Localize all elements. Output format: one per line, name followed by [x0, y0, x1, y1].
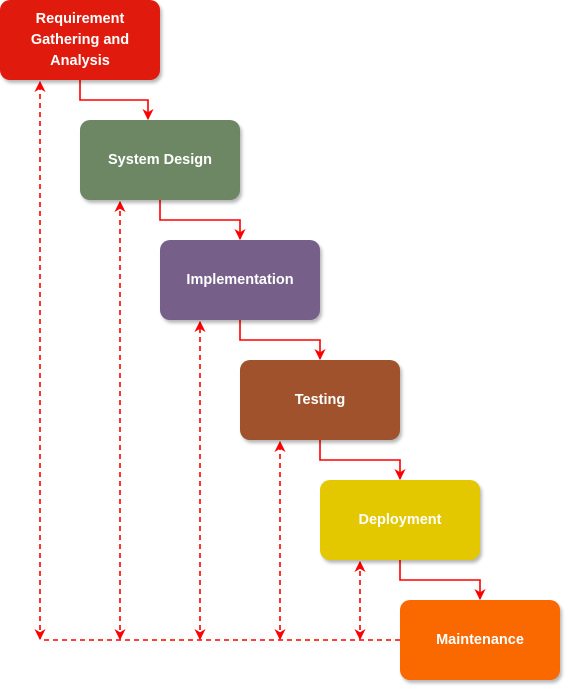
feedback-lines [34, 80, 400, 641]
stage-requirement-gathering[interactable]: Requirement Gathering and Analysis [0, 0, 160, 80]
stage-implementation[interactable]: Implementation [160, 240, 320, 320]
connector-implementation-to-testing [239, 320, 326, 361]
connector-deployment-to-maintenance [399, 560, 486, 601]
stage-label: System Design [108, 151, 212, 168]
connector-design-to-implementation [159, 200, 246, 241]
stage-label: Deployment [358, 511, 442, 528]
connector-requirement-to-design [79, 80, 154, 121]
stage-label: Maintenance [436, 631, 524, 648]
stage-system-design[interactable]: System Design [80, 120, 240, 200]
stage-label: Implementation [186, 271, 294, 288]
stage-label: Testing [294, 391, 346, 408]
flow-connectors [79, 80, 486, 601]
connector-testing-to-deployment [319, 440, 406, 481]
stage-deployment[interactable]: Deployment [320, 480, 480, 560]
stage-testing[interactable]: Testing [240, 360, 400, 440]
stage-label: Requirement Gathering and Analysis [30, 10, 130, 69]
stage-maintenance[interactable]: Maintenance [400, 600, 560, 680]
